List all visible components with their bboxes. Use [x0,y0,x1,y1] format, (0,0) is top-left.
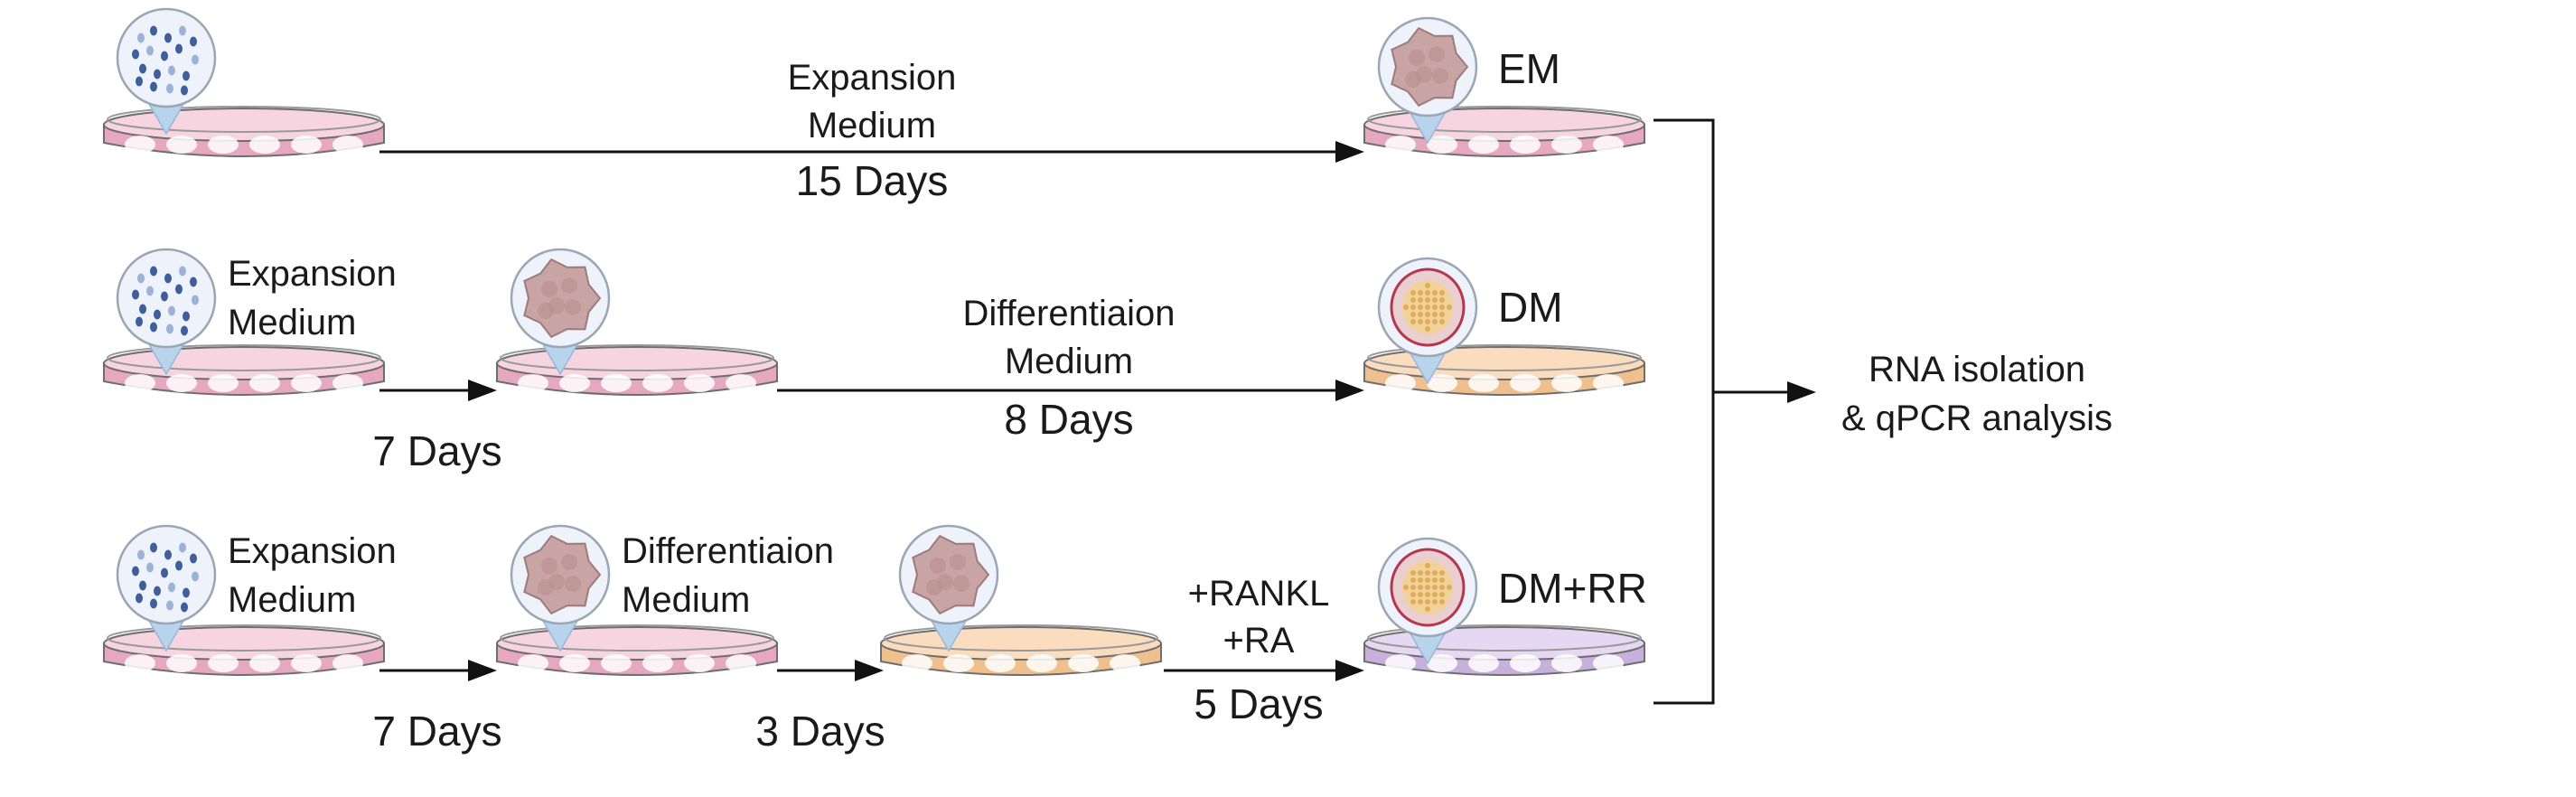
row-dm-medium1-line2: Medium [228,303,356,342]
row-dmrr-medium2-line2: Medium [622,580,750,620]
merge-bracket [1653,118,1715,705]
analysis-line2: & qPCR analysis [1841,398,2112,438]
row-dmrr-medium1-line2: Medium [228,580,356,620]
row-dmrr-additive1: +RANKL [1188,574,1330,614]
bubble-dmrr-result-differentiated [1377,537,1478,665]
bubble-em-result-organoid [1377,16,1478,145]
bubble-dm-result-differentiated [1377,257,1478,385]
row-em-medium-line2: Medium [808,106,936,145]
row-dm-medium1-line1: Expansion [228,254,397,294]
dish-dm-start [103,344,385,396]
dish-dmrr-result [1363,624,1645,676]
row-dmrr-additive2: +RA [1223,621,1295,661]
dish-dm-expanded [496,344,778,396]
row-dm-result-label: DM [1498,284,1563,331]
arrowhead-em [1335,141,1364,163]
dish-dmrr-start [103,624,385,676]
dish-dmrr-expanded [496,624,778,676]
arrowhead-analysis [1787,381,1816,403]
petri-dishes [103,7,1645,676]
arrowhead-dmrr-1 [468,660,497,681]
row-dm-medium2-line2: Medium [1005,342,1133,381]
row-dmrr-duration1: 7 Days [372,708,501,755]
dish-dm-result [1363,344,1645,396]
bubble-dmrr-start-cells [116,524,217,652]
row-dmrr-result-label: DM+RR [1498,565,1647,612]
arrowhead-dm-1 [468,380,497,401]
dish-em-start [103,106,385,157]
bubble-dmrr-differentiating-organoid [898,524,999,652]
row-dm-medium2-line1: Differentiaion [963,294,1176,333]
row-dm-duration1: 7 Days [372,427,501,474]
bubble-dm-expanded-organoid [510,248,611,376]
bubble-em-start-cells [116,7,217,136]
row-em-medium-line1: Expansion [788,58,957,98]
row-dmrr-medium1-line1: Expansion [228,531,397,571]
arrowhead-dmrr-3 [1335,660,1364,681]
bubble-dmrr-expanded-organoid [510,524,611,652]
arrowhead-dm-2 [1335,380,1364,401]
row-em-result-label: EM [1498,45,1560,92]
dish-em-result [1363,106,1645,157]
row-dmrr-duration3: 5 Days [1194,680,1323,727]
dish-dmrr-differentiating [880,624,1162,676]
bubble-dm-start-cells [116,248,217,376]
analysis-line1: RNA isolation [1869,350,2085,389]
connectors [379,118,1796,705]
row-dmrr-duration2: 3 Days [755,708,885,755]
row-em-duration: 15 Days [796,157,949,204]
arrowhead-dmrr-2 [855,660,884,681]
row-dmrr-medium2-line1: Differentiaion [622,531,834,571]
arrowheads [468,141,1816,681]
row-dm-duration2: 8 Days [1004,396,1133,443]
